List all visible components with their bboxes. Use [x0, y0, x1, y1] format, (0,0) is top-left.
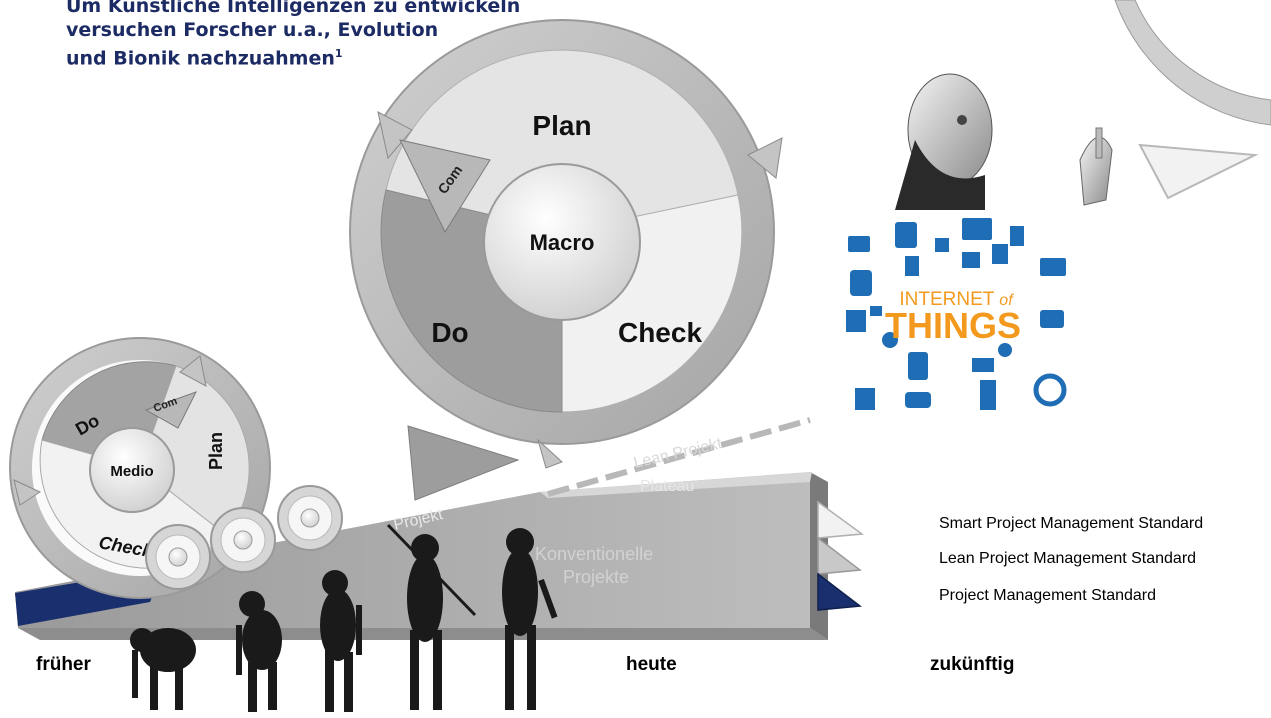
- macro-do-label: Do: [431, 317, 468, 348]
- macro-arrow-left: [377, 111, 413, 160]
- silhouette-hominid: [320, 570, 362, 712]
- iot-things: THINGS: [885, 305, 1021, 346]
- robot-image: [895, 73, 1113, 210]
- iot-of: of: [999, 292, 1014, 309]
- mini-cycle-3: [277, 485, 343, 551]
- konventionelle-label: Konventionelle: [535, 544, 653, 564]
- legend-swatch-smart: [817, 500, 865, 539]
- macro-arrow-bottom: [537, 438, 563, 469]
- macro-arrow-right: [747, 137, 783, 179]
- mini-cycle-1: [145, 524, 211, 590]
- silhouette-human: [502, 528, 558, 710]
- macro-cycle: Macro Plan Do Check Com: [349, 19, 783, 469]
- macro-plan-label: Plan: [532, 110, 591, 141]
- headline-line-2: versuchen Forscher u.a., Evolution: [66, 19, 439, 41]
- mini-cycles: [145, 485, 343, 590]
- silhouette-early-human: [386, 523, 477, 710]
- macro-check-label: Check: [618, 317, 702, 348]
- iot-internet: INTERNET: [899, 289, 994, 310]
- medio-center-label: Medio: [110, 463, 153, 480]
- legend-label-lean: Lean Project Management Standard: [939, 550, 1196, 567]
- headline: Um Künstliche Intelligenzen zu entwickel…: [66, 0, 521, 70]
- headline-line-1: Um Künstliche Intelligenzen zu entwickel…: [66, 0, 521, 17]
- evolution-silhouettes: [130, 523, 558, 712]
- medio-com-triangle: [144, 391, 198, 429]
- iot-image: INTERNET of THINGS: [840, 212, 1078, 414]
- medio-arrow-top: [179, 355, 207, 387]
- lean-projekt-label: Lean Projekt: [632, 435, 724, 472]
- headline-footnote: 1: [334, 47, 343, 60]
- corner-ring: [1114, 0, 1271, 126]
- smart-standard-triangle: [1138, 143, 1259, 200]
- macro-com-triangle: [399, 139, 491, 234]
- plateau-label: Plateau: [640, 478, 694, 495]
- headline-line-3: und Bionik nachzuahmen1: [66, 42, 466, 70]
- silhouette-ape: [130, 628, 196, 710]
- macro-center-label: Macro: [530, 230, 595, 255]
- timeline-future: zukünftig: [930, 654, 1014, 675]
- mini-cycle-2: [210, 507, 276, 573]
- legend: Smart Project Management Standard Lean P…: [817, 500, 1203, 611]
- projekte-label: Projekte: [563, 567, 629, 587]
- medio-cycle: Medio Plan Do Check Com: [9, 337, 271, 599]
- headline-line-3-text: und Bionik nachzuahmen: [66, 47, 335, 70]
- medio-plan-label: Plan: [206, 432, 226, 470]
- timeline-past: früher: [36, 654, 92, 675]
- legend-swatch-lean: [817, 536, 862, 575]
- iot-device-icons: [846, 218, 1067, 410]
- timeline-present: heute: [626, 654, 677, 675]
- lean-projekt-dashed-line: [547, 417, 811, 497]
- legend-label-smart: Smart Project Management Standard: [939, 515, 1203, 532]
- medio-arrow-left: [13, 479, 42, 506]
- lean-standard-triangle: [407, 425, 520, 501]
- silhouette-early-hominid: [236, 591, 282, 712]
- iot-title-internet: INTERNET of: [899, 289, 1014, 310]
- legend-label-standard: Project Management Standard: [939, 587, 1156, 604]
- legend-swatch-standard: [817, 572, 862, 611]
